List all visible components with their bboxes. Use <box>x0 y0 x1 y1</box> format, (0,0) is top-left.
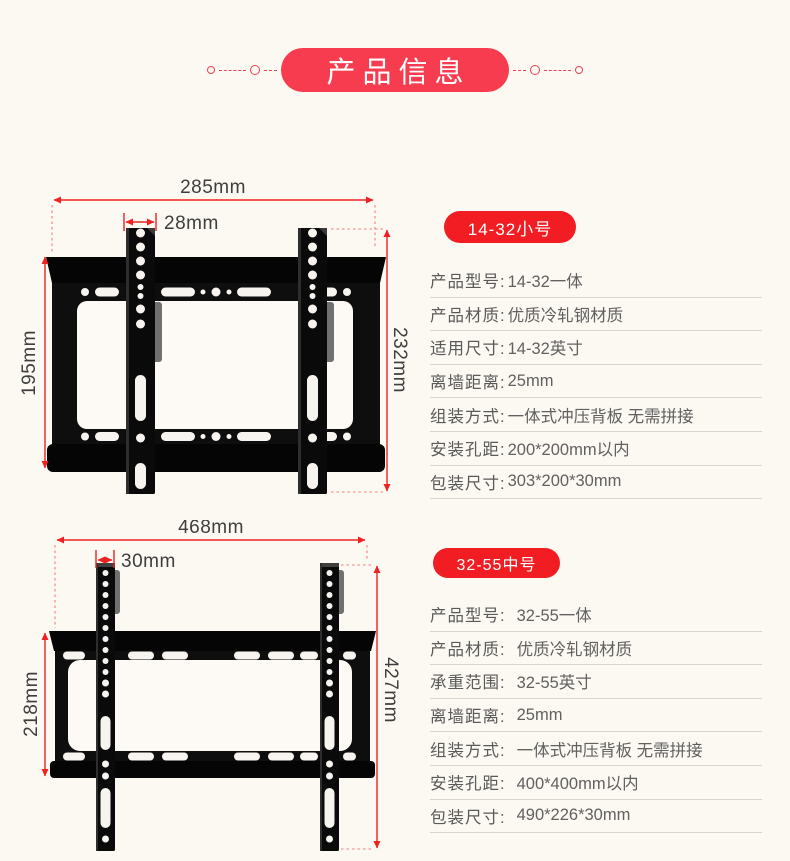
spec-value: 优质冷轧钢材质 <box>516 640 633 659</box>
spec-value: 一体式冲压背板 无需拼接 <box>516 741 703 760</box>
page-title: 产品信息 <box>326 57 471 89</box>
dimension-label-width: 468mm <box>178 520 244 538</box>
badge-label: 14-32小号 <box>467 219 553 239</box>
spec-value: 400*400mm以内 <box>516 775 639 794</box>
spec-row: 离墙距离: 25mm <box>430 365 762 399</box>
dimension-label-width: 285mm <box>180 177 246 198</box>
plate-opening <box>68 660 352 751</box>
header: 产品信息 <box>0 47 790 93</box>
badge-label: 32-55中号 <box>456 557 537 574</box>
dimension-lines <box>41 196 391 493</box>
spec-label: 产品型号: <box>430 607 506 626</box>
spec-label: 组装方式: <box>430 741 506 760</box>
spec-value: 一体式冲压背板 无需拼接 <box>507 407 694 426</box>
spec-row: 离墙距离: 25mm <box>430 699 762 733</box>
spec-value: 14-32英寸 <box>507 340 583 359</box>
spec-label: 承重范围: <box>430 674 506 693</box>
spec-label: 适用尺寸: <box>430 340 506 359</box>
spec-label: 安装孔距: <box>430 441 506 460</box>
decor-dash <box>219 69 246 71</box>
spec-value: 14-32一体 <box>507 273 583 292</box>
decor-circle <box>250 65 260 75</box>
spec-row: 产品材质: 优质冷轧钢材质 <box>430 298 762 332</box>
spec-row: 承重范围: 32-55英寸 <box>430 665 762 699</box>
spec-value: 优质冷轧钢材质 <box>507 306 624 325</box>
spec-value: 32-55英寸 <box>516 674 592 693</box>
dimension-label-height-right: 427mm <box>380 657 401 723</box>
spec-label: 包装尺寸: <box>430 474 506 493</box>
spec-table-small: 产品型号: 14-32一体 产品材质: 优质冷轧钢材质 适用尺寸: 14-32英… <box>430 264 762 500</box>
badge-medium-size: 32-55中号 <box>433 548 560 578</box>
plate-holes-bottom <box>63 752 356 761</box>
decor-dash <box>544 69 571 71</box>
decor-circle <box>207 66 215 74</box>
spec-label: 产品材质: <box>430 306 506 325</box>
spec-row: 产品型号: 14-32一体 <box>430 264 762 298</box>
dimension-label-height-left: 195mm <box>19 330 40 396</box>
dimension-label-rail-width: 30mm <box>121 551 176 572</box>
decor-circle <box>575 66 583 74</box>
dimension-label-height-right: 232mm <box>389 327 410 393</box>
decor-dash <box>264 69 277 71</box>
spec-value: 200*200mm以内 <box>507 441 630 460</box>
plate-holes-top <box>81 287 351 297</box>
spec-table-medium: 产品型号: 32-55一体 产品材质: 优质冷轧钢材质 承重范围: 32-55英… <box>430 598 762 834</box>
spec-row: 安装孔距: 200*200mm以内 <box>430 432 762 466</box>
tv-rail-left <box>126 228 155 494</box>
spec-value: 490*226*30mm <box>516 806 631 825</box>
spec-row: 组装方式: 一体式冲压背板 无需拼接 <box>430 398 762 432</box>
spec-row: 产品型号: 32-55一体 <box>430 598 762 632</box>
plate-holes-top <box>63 651 356 660</box>
spec-row: 安装孔距: 400*400mm以内 <box>430 766 762 800</box>
spec-label: 组装方式: <box>430 407 506 426</box>
spec-label: 包装尺寸: <box>430 808 506 827</box>
spec-value: 32-55一体 <box>516 607 592 626</box>
plate-top-bar <box>49 631 376 651</box>
tv-rail-right <box>320 563 339 851</box>
plate-bottom-bar <box>47 444 385 472</box>
dimension-lines <box>41 536 381 850</box>
spec-label: 离墙距离: <box>430 708 506 727</box>
decor-dash <box>513 69 526 71</box>
spec-row: 产品材质: 优质冷轧钢材质 <box>430 632 762 666</box>
tv-rail-right <box>298 228 327 494</box>
spec-value: 25mm <box>507 371 554 390</box>
bracket-diagram-medium: 468mm 30mm 218mm 427mm <box>21 520 401 851</box>
badge-small-size: 14-32小号 <box>444 211 576 243</box>
dimension-label-rail-width: 28mm <box>164 213 219 234</box>
spec-value: 303*200*30mm <box>507 472 622 491</box>
bracket-diagram-small: 285mm 28mm 195mm 232mm <box>19 177 410 494</box>
spec-row: 包装尺寸: 303*200*30mm <box>430 466 762 500</box>
spec-row: 组装方式: 一体式冲压背板 无需拼接 <box>430 732 762 766</box>
plate-top-bar <box>46 257 386 283</box>
tv-rail-left <box>96 563 115 851</box>
plate-bottom-bar <box>50 761 375 778</box>
spec-row: 适用尺寸: 14-32英寸 <box>430 331 762 365</box>
spec-label: 离墙距离: <box>430 374 506 393</box>
spec-value: 25mm <box>516 705 563 724</box>
spec-row: 包装尺寸: 490*226*30mm <box>430 800 762 834</box>
spec-label: 安装孔距: <box>430 775 506 794</box>
spec-label: 产品材质: <box>430 640 506 659</box>
spec-label: 产品型号: <box>430 273 506 292</box>
decor-circle <box>530 65 540 75</box>
dimension-label-height-left: 218mm <box>21 671 42 737</box>
page-title-banner: 产品信息 <box>281 48 509 92</box>
